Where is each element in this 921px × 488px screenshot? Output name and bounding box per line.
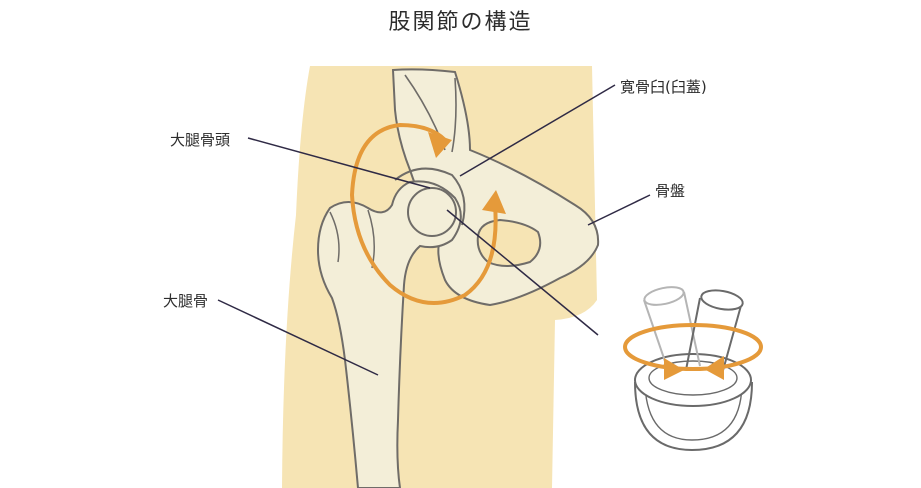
- femur-bone: [316, 180, 462, 488]
- diagram-title: 股関節の構造: [388, 10, 533, 35]
- ring-arrowhead-right: [704, 356, 724, 380]
- leader-line-acetabulum: [459, 84, 616, 177]
- rotation-arrow-loop: [349, 122, 498, 305]
- ring-arrowhead-left: [664, 358, 684, 380]
- label-femoral-head: 大腿骨頭: [170, 131, 231, 149]
- acetabulum-rim: [394, 167, 466, 226]
- rotation-ring: [623, 323, 763, 371]
- joint-model-illustration: [623, 286, 763, 452]
- label-femur: 大腿骨: [163, 292, 209, 310]
- leader-line-pelvis: [587, 194, 651, 226]
- rotation-arrowhead-right: [482, 190, 506, 214]
- label-acetabulum: 寛骨臼(臼蓋): [620, 78, 707, 96]
- leader-line-joint-model: [446, 209, 599, 336]
- cylinder-current: [685, 289, 744, 375]
- label-pelvis: 骨盤: [655, 182, 686, 200]
- rotation-arrowhead-top: [428, 132, 452, 158]
- leader-line-femur: [217, 299, 379, 376]
- leader-line-femoral-head: [247, 137, 431, 189]
- femoral-head: [407, 187, 457, 237]
